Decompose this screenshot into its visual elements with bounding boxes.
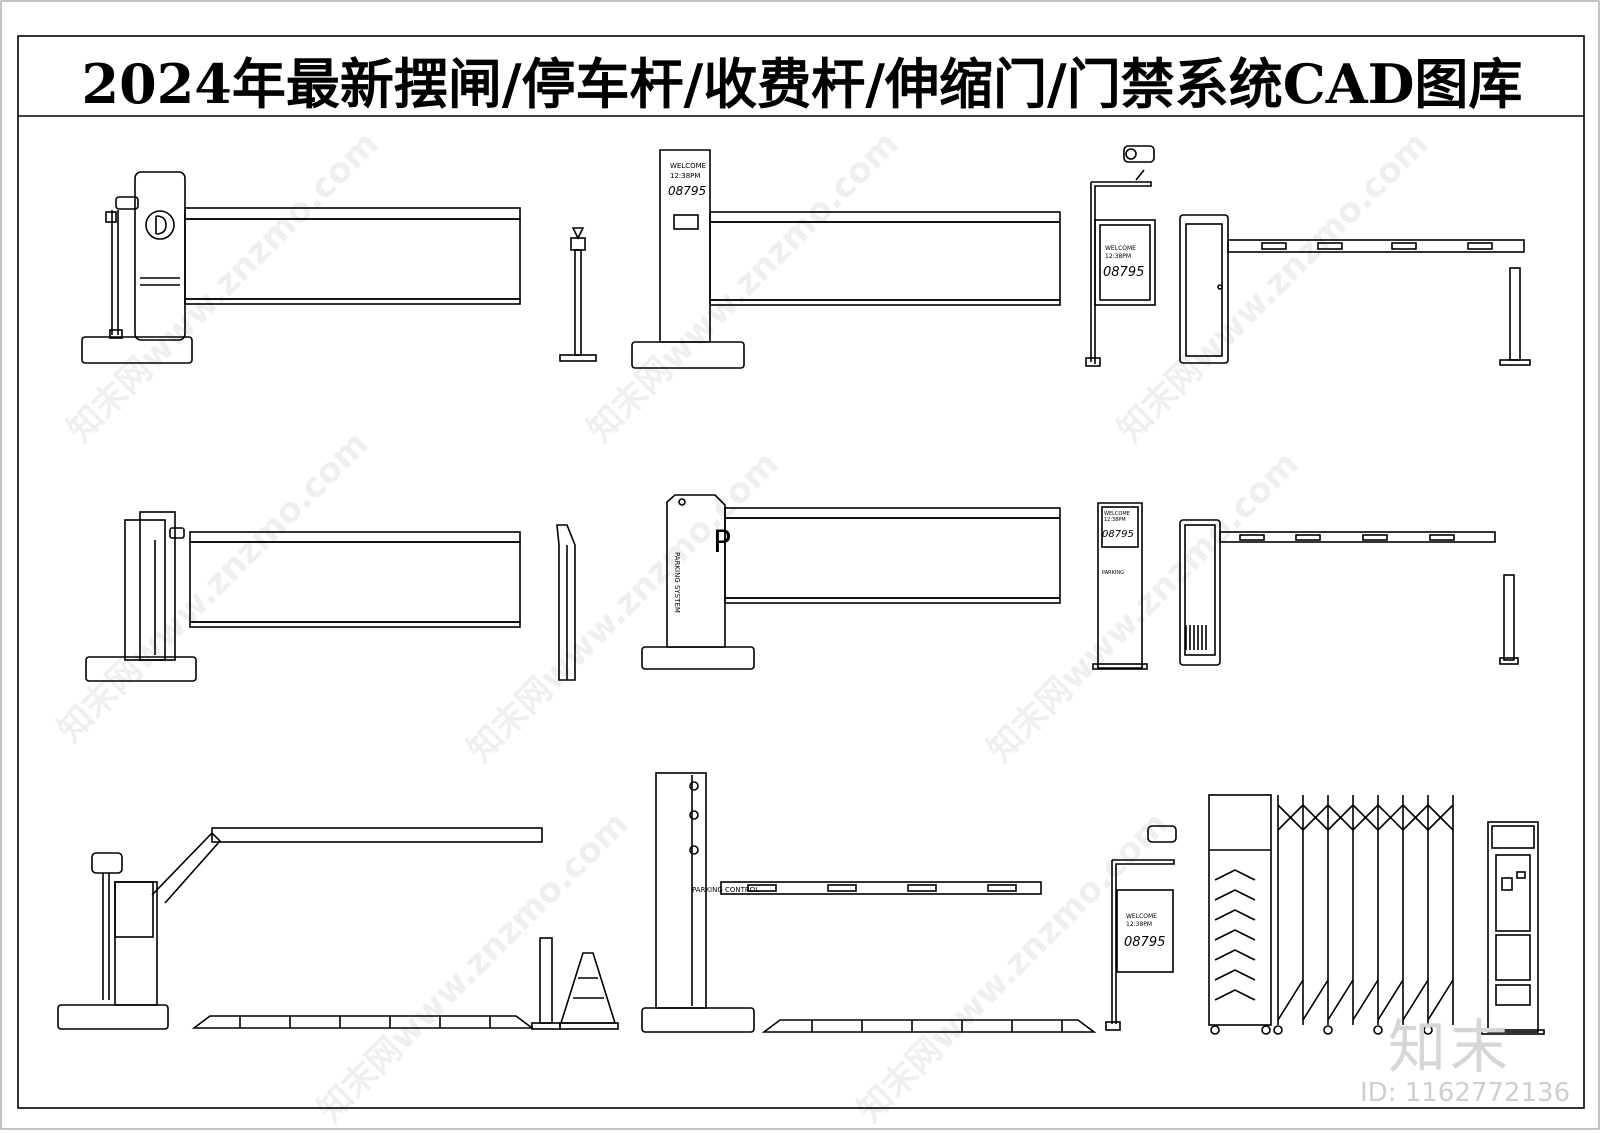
welcome-text: WELCOME <box>1104 511 1130 517</box>
plate-text: 08795 <box>1102 529 1134 540</box>
time-text: 12:38PM <box>1104 517 1126 523</box>
ticket-kiosk: WELCOME 12:38PM 08795 PARKING <box>1092 502 1148 670</box>
barrier-gate-5: P PARKING SYSTEM <box>641 494 1061 670</box>
barrier-gate-6 <box>1179 519 1519 666</box>
time-text: 12:38PM <box>1126 921 1152 928</box>
reflector-strips <box>747 884 1017 892</box>
camera-icon <box>1147 825 1177 843</box>
drawing-frame <box>17 35 1585 1109</box>
welcome-text: WELCOME <box>1105 245 1136 252</box>
barrier-gate-4 <box>85 511 521 682</box>
plate-text: 08795 <box>668 184 706 198</box>
watermark-logo: 知末 <box>1388 1013 1513 1081</box>
time-text: 12:38PM <box>670 172 700 180</box>
parking-p-sign: P <box>713 525 731 560</box>
display-sign-pole: WELCOME 12:38PM 08795 <box>1105 825 1177 1031</box>
welcome-text: WELCOME <box>1126 913 1157 920</box>
welcome-text: WELCOME <box>670 162 706 170</box>
barrier-gate-3: WELCOME 12:38PM 08795 <box>1085 145 1531 367</box>
camera-icon <box>169 527 185 539</box>
time-text: 12:38PM <box>1105 253 1131 260</box>
barrier-gate-1 <box>81 171 521 364</box>
plate-text: 08795 <box>1103 265 1144 280</box>
camera-icon <box>115 196 139 210</box>
plate-text: 08795 <box>1124 935 1165 950</box>
barrier-gate-2: WELCOME 12:38PM 08795 <box>631 149 1061 369</box>
barrier-gate-8: PARKING CONTROL <box>641 772 1097 1033</box>
reflector-strips <box>1239 534 1455 541</box>
document-id: ID: 1162772136 <box>1360 1078 1571 1108</box>
camera-icon <box>91 852 123 874</box>
vent-grille <box>1185 625 1207 650</box>
barrier-post-2 <box>556 524 576 681</box>
bollard-3 <box>531 937 561 1030</box>
traffic-cone <box>559 952 619 1030</box>
ground-speed-bump <box>761 1019 1097 1033</box>
barrier-gate-7 <box>57 827 543 1030</box>
parking-control-label: PARKING CONTROL <box>692 886 759 894</box>
bollard-post-1 <box>559 227 597 362</box>
ground-speed-bump <box>191 1015 535 1029</box>
parking-label: PARKING <box>1102 570 1124 576</box>
scissor-lattice <box>1273 795 1454 1035</box>
access-control-terminal <box>1481 821 1545 1035</box>
parking-system-label: PARKING SYSTEM <box>673 552 681 613</box>
reflector-strips <box>1261 242 1493 250</box>
drawing-title: 2024年最新摆闸/停车杆/收费杆/伸缩门/门禁系统CAD图库 <box>82 52 1523 116</box>
retractable-gate <box>1208 794 1454 1035</box>
camera-icon <box>1123 145 1155 163</box>
